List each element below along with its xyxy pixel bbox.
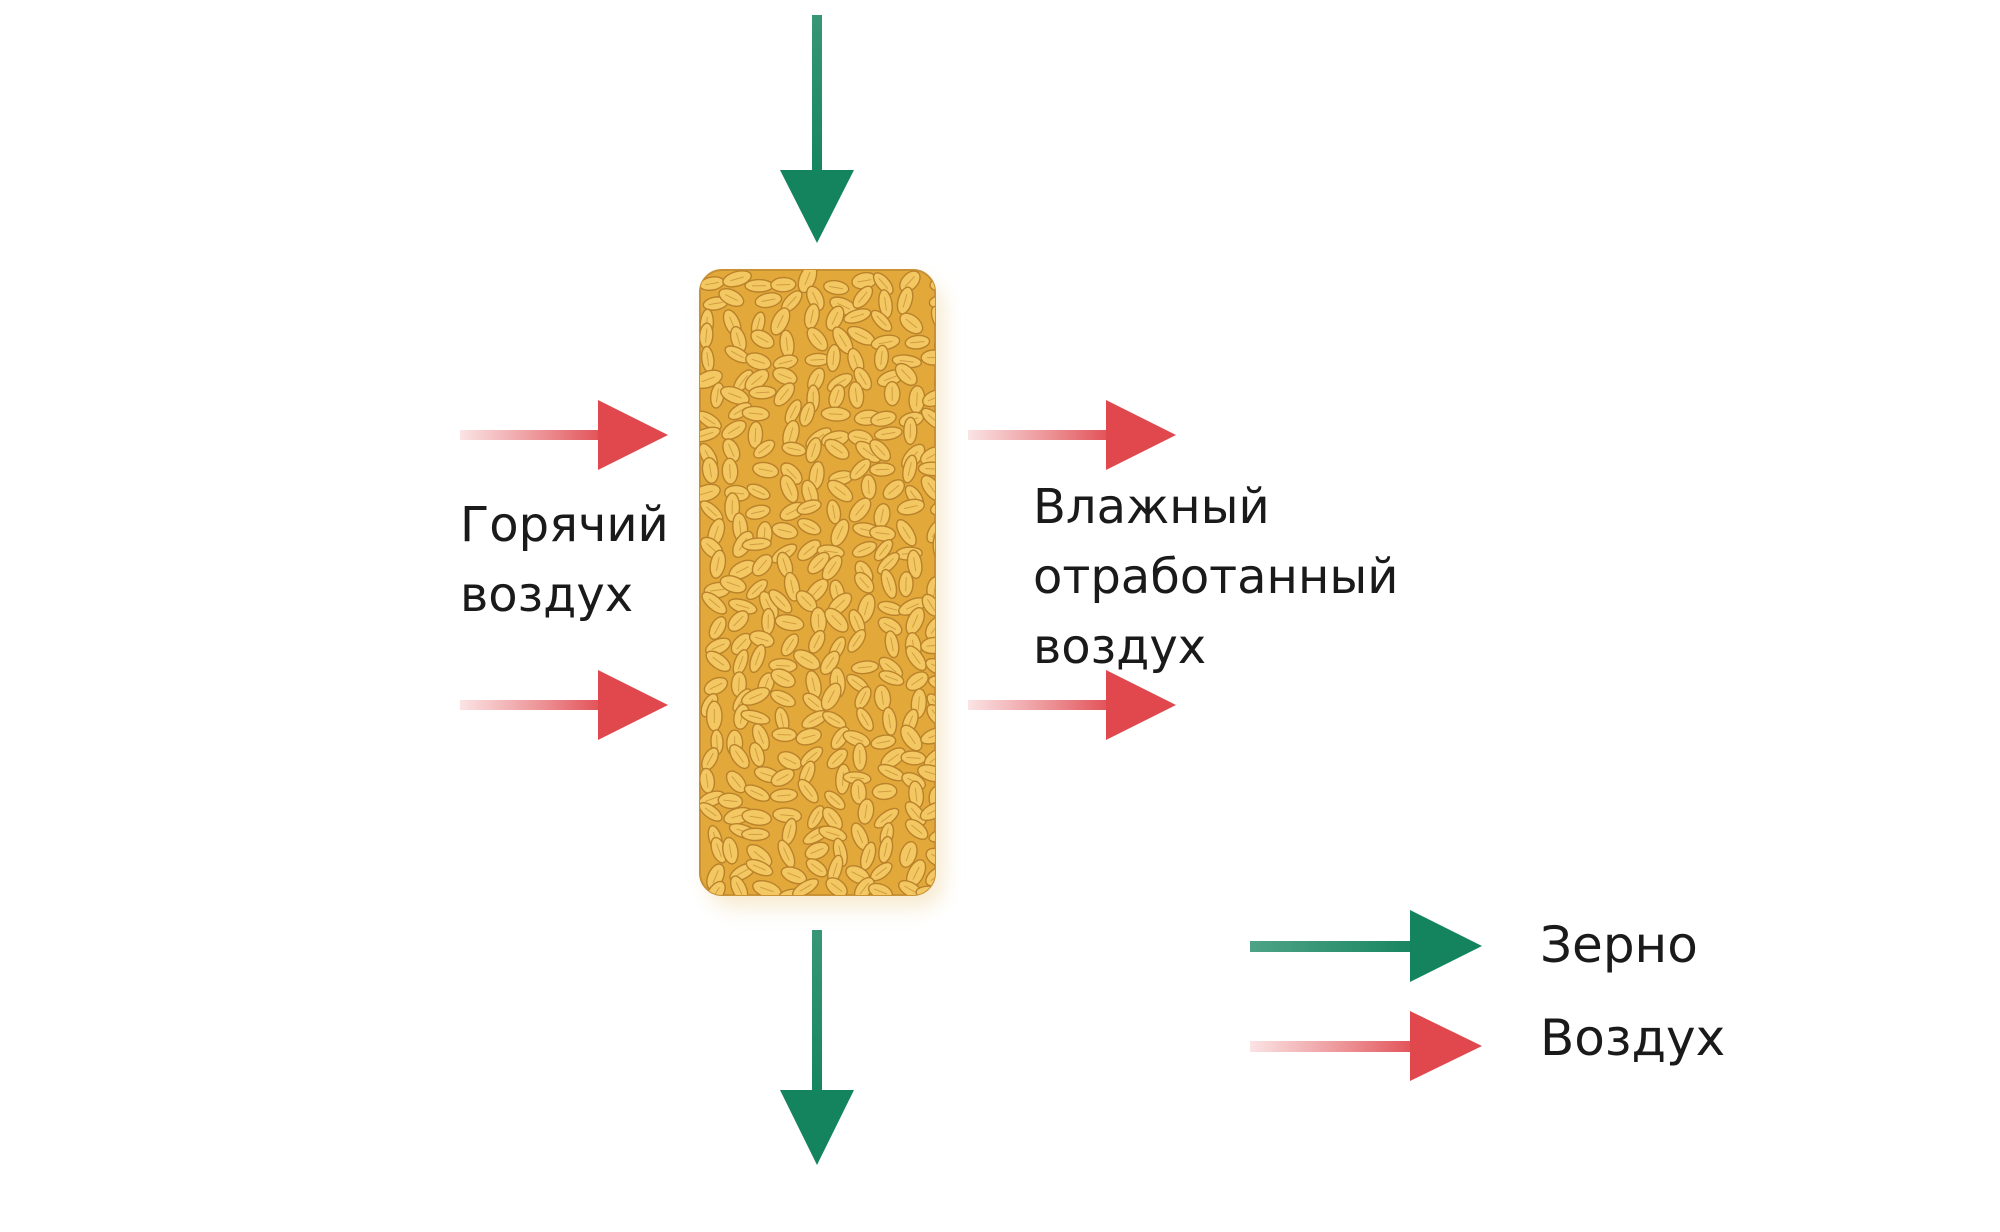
- humid-air-label-line-1: Влажный: [1033, 472, 1398, 542]
- legend-grain-arrow: [1250, 910, 1482, 982]
- legend-air-arrow: [1250, 1011, 1482, 1081]
- grain-inflow-arrow: [780, 15, 854, 243]
- hot-air-label-line-1: Горячий: [460, 490, 669, 560]
- humid-air-outflow-arrow-top: [968, 400, 1176, 470]
- hot-air-inflow-arrow-bottom: [460, 670, 668, 740]
- hot-air-inflow-arrow-top: [460, 400, 668, 470]
- humid-air-label-line-3: воздух: [1033, 612, 1398, 682]
- hot-air-label-line-2: воздух: [460, 560, 669, 630]
- humid-air-label-line-2: отработанный: [1033, 542, 1398, 612]
- grain-column: [690, 262, 959, 908]
- grain-outflow-arrow: [780, 930, 854, 1165]
- grain-kernel-crease: [936, 281, 949, 285]
- humid-air-label: Влажный отработанный воздух: [1033, 472, 1398, 682]
- legend-grain-label: Зерно: [1540, 910, 1698, 980]
- legend-air-label: Воздух: [1540, 1003, 1725, 1073]
- hot-air-label: Горячий воздух: [460, 490, 669, 630]
